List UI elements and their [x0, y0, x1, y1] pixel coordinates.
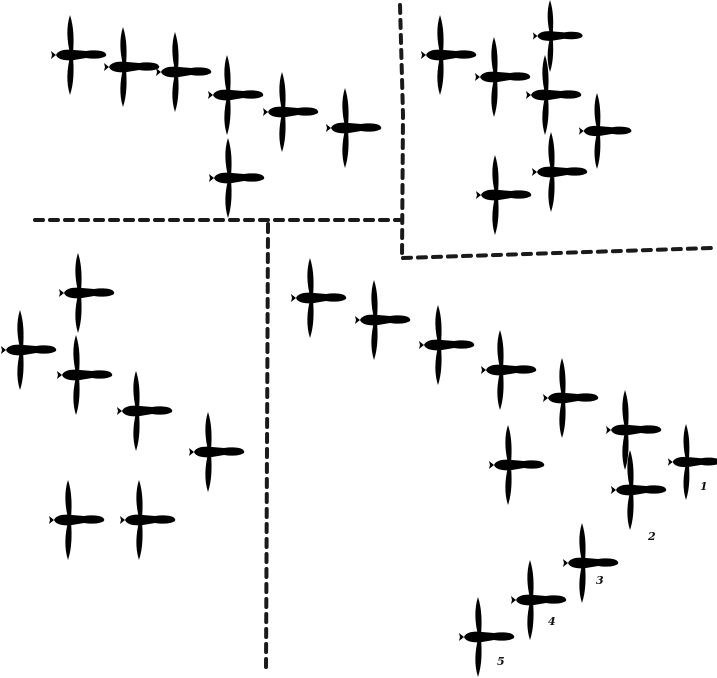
- goose-top-left-4: [208, 55, 264, 135]
- goose-top-left-6: [326, 88, 382, 168]
- goose-top-right-1: [421, 15, 477, 95]
- goose-bottom-right-1: [291, 258, 347, 338]
- goose-bottom-left-3: [57, 335, 113, 415]
- goose-bottom-left-7: [120, 480, 176, 560]
- bird-number-label-3: 3: [596, 574, 604, 587]
- goose-top-right-3: [475, 37, 531, 117]
- goose-bottom-right-11: [459, 597, 515, 677]
- goose-top-left-2: [104, 27, 160, 107]
- divider-left-vertical: [264, 222, 270, 674]
- goose-bottom-right-9: [563, 523, 619, 603]
- goose-top-left-3: [156, 32, 212, 112]
- goose-bottom-right-5: [543, 358, 599, 438]
- goose-bottom-left-1: [59, 253, 115, 333]
- goose-bottom-left-5: [189, 412, 245, 492]
- goose-bottom-left-6: [49, 480, 105, 560]
- goose-top-left-5: [263, 72, 319, 152]
- goose-top-right-6: [532, 132, 588, 212]
- goose-bottom-right-4: [481, 330, 537, 410]
- goose-bottom-right-12: [489, 425, 545, 505]
- goose-bottom-right-6: [606, 390, 662, 470]
- goose-bottom-right-2: [355, 280, 411, 360]
- goose-top-right-extra-1: [476, 155, 532, 235]
- goose-top-left-1: [51, 15, 107, 95]
- goose-bottom-right-7: [667, 424, 717, 500]
- goose-bottom-right-10: [511, 560, 567, 640]
- goose-top-right-5: [578, 93, 632, 169]
- divider-right-horizontal: [401, 246, 714, 260]
- goose-bottom-right-3: [419, 305, 475, 385]
- goose-bottom-left-4: [117, 371, 173, 451]
- goose-top-right-2: [532, 0, 583, 72]
- goose-top-left-7: [209, 138, 265, 218]
- divider-top-vertical: [398, 3, 406, 260]
- bird-number-label-2: 2: [647, 530, 656, 543]
- bird-number-label-4: 4: [548, 615, 556, 628]
- goose-bottom-right-8: [611, 450, 667, 530]
- bird-number-label-5: 5: [497, 655, 505, 668]
- goose-bottom-left-2: [1, 310, 57, 390]
- bird-number-label-1: 1: [700, 480, 708, 493]
- goose-top-right-4: [526, 55, 582, 135]
